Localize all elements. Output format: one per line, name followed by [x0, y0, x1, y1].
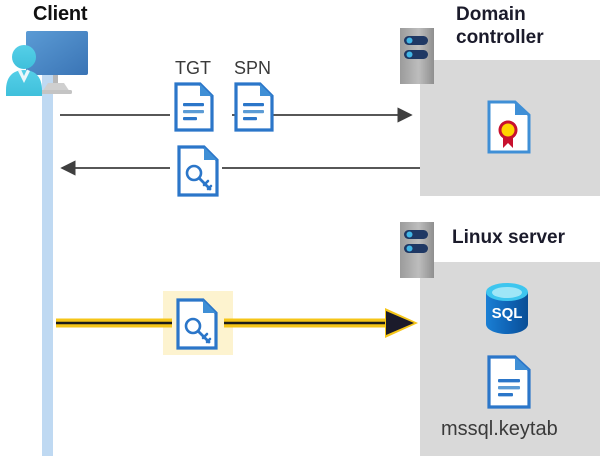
certificate-document-icon: [487, 100, 531, 154]
keytab-document-icon: [487, 355, 531, 409]
domain-controller-title: Domain controller: [456, 3, 544, 49]
domain-controller-server-icon: [400, 28, 434, 84]
tgt-document-icon: [174, 82, 214, 132]
service-ticket-key-document-icon: [176, 298, 220, 350]
client-lifeline: [42, 72, 53, 456]
domain-controller-title-line2: controller: [456, 27, 544, 48]
spn-label: SPN: [234, 58, 272, 78]
response-ticket-key-document-icon: [177, 145, 221, 197]
domain-controller-title-line1: Domain: [456, 4, 526, 25]
msg-service-ticket-arrow: [56, 308, 418, 338]
linux-server-title: Linux server: [452, 227, 565, 248]
spn-document-icon: [234, 82, 274, 132]
keytab-file-label: mssql.keytab: [441, 418, 558, 440]
client-title: Client: [33, 3, 88, 25]
linux-server-icon: [400, 222, 434, 278]
client-computer-icon: [4, 28, 96, 98]
sql-database-icon: SQL: [481, 280, 533, 336]
tgt-label: TGT: [175, 58, 211, 78]
sql-database-label: SQL: [492, 305, 523, 322]
